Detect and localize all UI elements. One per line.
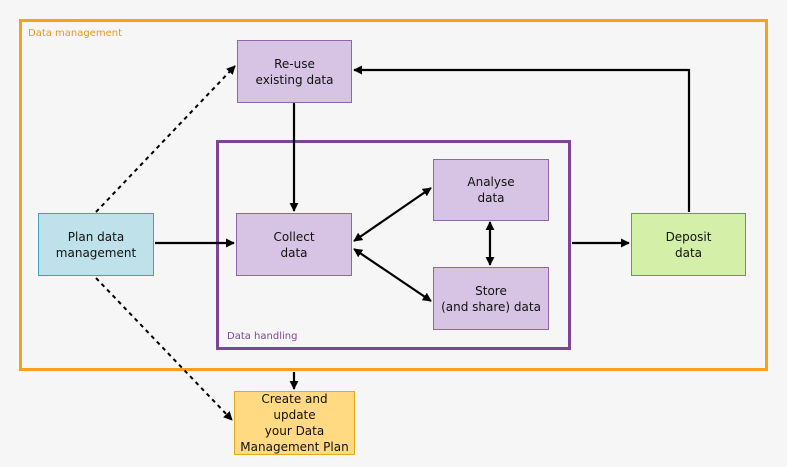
arrow-deposit-to-reuse [353, 65, 691, 212]
analyse-data-node: Analyse data [433, 159, 549, 221]
data-management-frame [19, 19, 768, 371]
data-handling-frame [216, 140, 571, 350]
data-handling-label: Data handling [227, 331, 298, 342]
arrow-collect-store [353, 248, 432, 302]
deposit-data-node: Deposit data [631, 213, 746, 276]
plan-data-management-node: Plan data management [38, 213, 154, 276]
arrow-plan-to-dmp [95, 277, 233, 421]
collect-data-node: Collect data [236, 213, 352, 276]
data-management-plan-node: Create and update your Data Management P… [234, 391, 355, 455]
data-management-label: Data management [28, 28, 123, 39]
arrow-collect-analyse [353, 187, 432, 242]
reuse-existing-data-node: Re-use existing data [237, 40, 352, 103]
arrow-plan-to-reuse [95, 65, 236, 213]
store-share-data-node: Store (and share) data [433, 267, 549, 330]
